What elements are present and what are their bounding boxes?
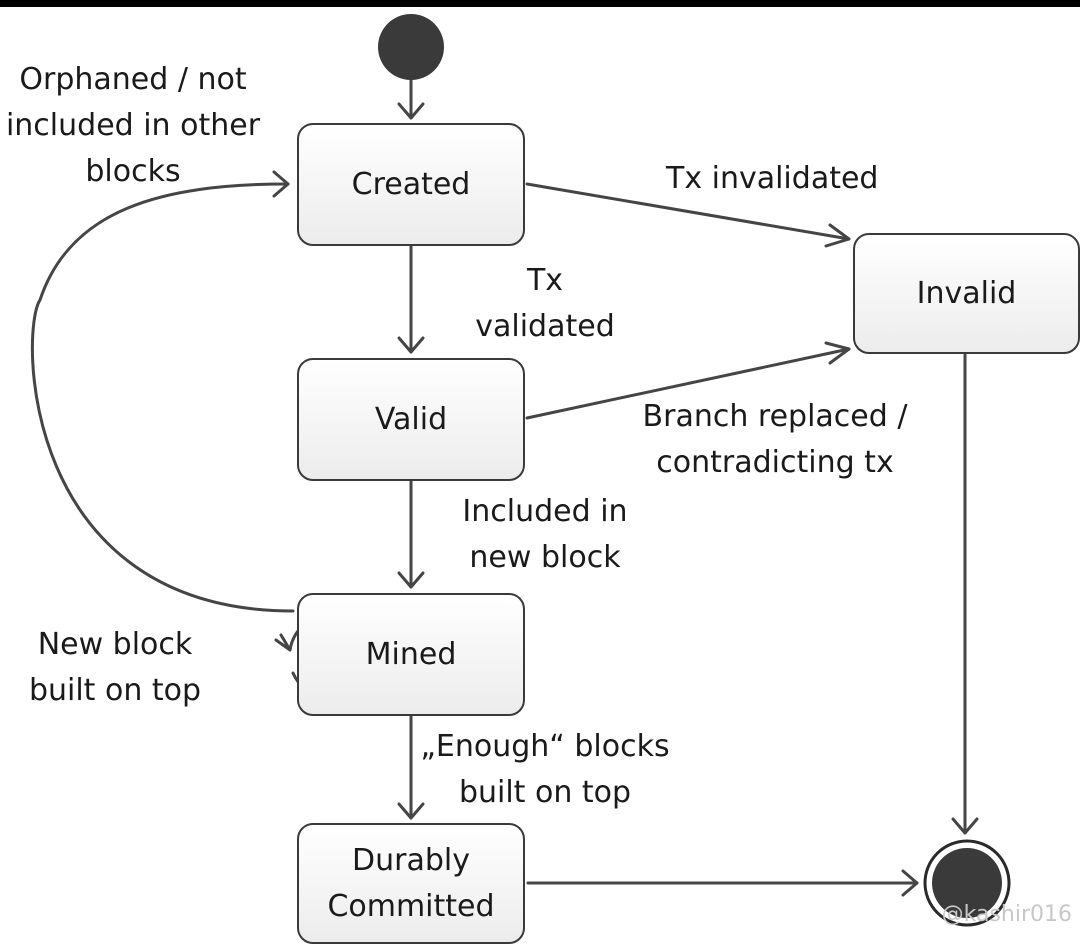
edge-valid-to-invalid — [525, 347, 851, 420]
label-tx-invalidated: Tx invalidated — [666, 161, 879, 196]
label-enough-blocks: „Enough“ blocks built on top — [420, 729, 670, 810]
state-valid: Valid — [297, 358, 525, 481]
label-included-in-block: Included in new block — [462, 494, 628, 575]
final-state-node — [932, 848, 1002, 918]
arrowhead — [272, 170, 290, 198]
arrowhead — [397, 571, 425, 589]
arrowhead — [951, 817, 979, 835]
label-new-block: New block built on top — [28, 627, 202, 708]
arrowhead — [397, 336, 425, 354]
arrowhead — [901, 869, 919, 897]
arrowhead — [274, 633, 292, 652]
top-bar — [0, 0, 1080, 7]
label-tx-validated: Tx validated — [475, 263, 615, 344]
edge-mined-to-created — [30, 182, 295, 613]
arrowhead — [824, 223, 851, 248]
watermark: @kashir016 — [941, 902, 1072, 927]
label-orphaned: Orphaned / not included in other blocks — [5, 62, 261, 189]
state-created: Created — [297, 123, 525, 246]
label-branch-replaced: Branch replaced / contradicting tx — [642, 399, 908, 480]
arrowhead — [397, 102, 425, 120]
state-mined: Mined — [297, 593, 525, 716]
arrowhead — [397, 802, 425, 820]
arrowhead — [824, 341, 851, 365]
state-durably-committed: Durably Committed — [297, 823, 525, 944]
initial-state-node — [378, 14, 444, 80]
edge-created-to-invalid — [525, 182, 851, 241]
state-invalid: Invalid — [853, 233, 1080, 354]
